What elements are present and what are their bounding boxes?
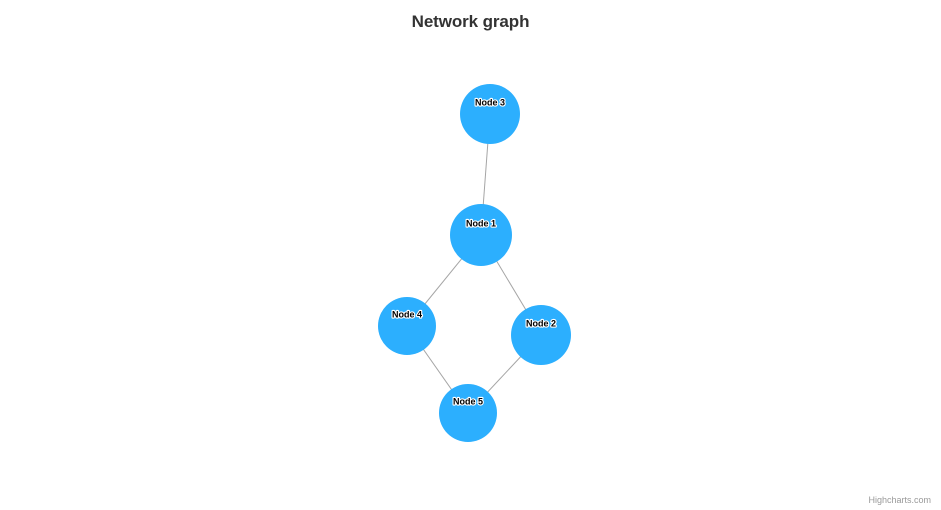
graph-node[interactable]: Node 2 <box>511 305 571 365</box>
graph-node-label: Node 1 <box>466 218 496 228</box>
graph-node-circle[interactable] <box>511 305 571 365</box>
graph-nodes: Node 3 Node 1 Node 4 Node 2 Node 5 <box>378 84 571 442</box>
graph-node-circle[interactable] <box>439 384 497 442</box>
graph-node-label: Node 5 <box>453 396 483 406</box>
graph-node-circle[interactable] <box>450 204 512 266</box>
graph-node-circle[interactable] <box>378 297 436 355</box>
graph-node-label: Node 3 <box>475 97 505 107</box>
chart-title: Network graph <box>411 12 530 31</box>
graph-node[interactable]: Node 4 <box>378 297 436 355</box>
graph-node[interactable]: Node 3 <box>460 84 520 144</box>
graph-node[interactable]: Node 1 <box>450 204 512 266</box>
graph-node-circle[interactable] <box>460 84 520 144</box>
graph-node[interactable]: Node 5 <box>439 384 497 442</box>
credits-label[interactable]: Highcharts.com <box>868 495 931 505</box>
graph-node-label: Node 2 <box>526 318 556 328</box>
graph-node-label: Node 4 <box>392 309 422 319</box>
